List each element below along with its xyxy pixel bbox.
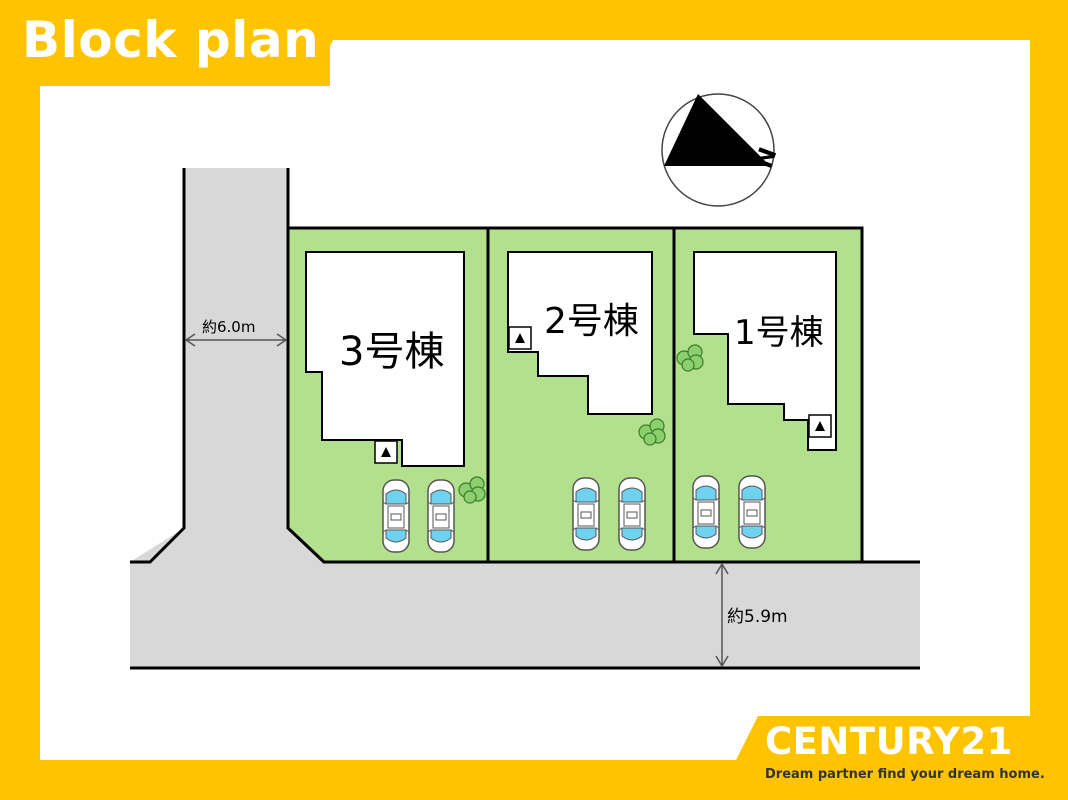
lot-label-1: 1号棟 [734, 313, 824, 353]
car-2a [572, 477, 600, 551]
car-1a [692, 475, 720, 549]
car-1b [738, 475, 766, 549]
title-tab [0, 0, 330, 86]
car-3b [427, 479, 455, 553]
car-2b [618, 477, 646, 551]
brand-logo-text: CENTURY21 [765, 720, 1013, 763]
entrance-2 [508, 326, 532, 350]
lot-label-3: 3号棟 [339, 329, 444, 375]
car-3a [382, 479, 410, 553]
building-2 [507, 251, 653, 415]
page-title: Block plan [22, 11, 320, 69]
south-road-width-label: 約5.9m [727, 607, 788, 627]
entrance-3 [374, 440, 398, 464]
brand-block: CENTURY21 Dream partner find your dream … [765, 720, 1055, 784]
lot-label-2: 2号棟 [544, 301, 639, 342]
south-road-dimension-arrow [715, 563, 729, 667]
entrance-1 [808, 414, 832, 438]
north-compass: N [661, 93, 783, 207]
building-1 [693, 251, 837, 451]
west-road-width-label: 約6.0m [202, 318, 255, 336]
building-3 [305, 251, 465, 467]
west-road-dimension-arrow [185, 333, 287, 347]
brand-tagline: Dream partner find your dream home. [765, 767, 1045, 782]
